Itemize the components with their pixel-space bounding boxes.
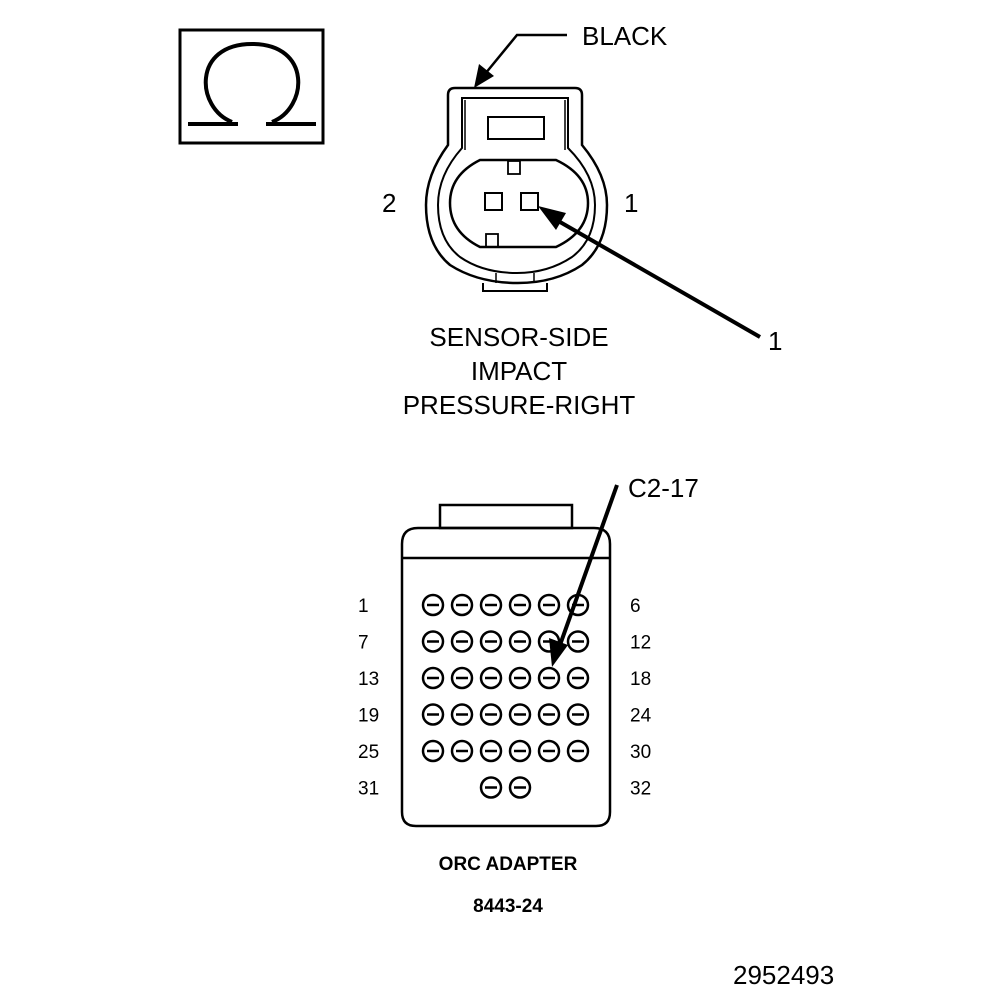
color-callout-leader <box>484 33 567 75</box>
orc-pin-19 <box>421 703 445 726</box>
terminal-pointer-arrowhead <box>538 206 566 230</box>
orc-pin-3 <box>479 593 503 617</box>
orc-row-labels: 1 6 7 12 13 18 19 24 25 30 31 32 <box>358 596 652 800</box>
orc-pin-18 <box>566 666 590 690</box>
orc-row-label-left: 13 <box>358 669 379 690</box>
orc-pin-5 <box>537 593 561 617</box>
orc-pin-15 <box>479 666 503 690</box>
sensor-pin-right-label: 1 <box>624 188 638 218</box>
orc-pin-17 <box>537 666 561 690</box>
orc-adapter-body <box>400 526 612 828</box>
sensor-caption-line-2: IMPACT <box>471 356 567 386</box>
orc-pin-2 <box>450 593 474 617</box>
sensor-caption-line-3: PRESSURE-RIGHT <box>403 390 636 420</box>
terminal-pointer-line <box>559 220 761 339</box>
terminal-pointer-label: 1 <box>768 326 782 356</box>
orc-pin-20 <box>450 703 474 726</box>
sensor-housing-outer <box>424 86 609 285</box>
orc-pin-4 <box>508 593 532 617</box>
sensor-bottom-tab <box>482 283 548 292</box>
orc-pin-29 <box>537 739 561 763</box>
orc-row-label-left: 7 <box>358 633 369 654</box>
orc-pin-1 <box>421 593 445 617</box>
orc-pin-31 <box>479 776 503 799</box>
orc-pin-9 <box>479 630 503 653</box>
orc-adapter-top-tab <box>438 503 574 530</box>
orc-pin-7 <box>421 630 445 653</box>
ohmmeter-box <box>178 28 325 145</box>
orc-pin-32 <box>508 776 532 799</box>
orc-row-label-right: 30 <box>630 742 651 763</box>
sensor-caption-line-1: SENSOR-SIDE <box>429 322 608 352</box>
orc-callout-line <box>558 484 619 646</box>
orc-callout-arrowhead <box>549 638 568 667</box>
orc-pin-12 <box>566 630 590 653</box>
orc-pin-8 <box>450 630 474 653</box>
color-callout-label: BLACK <box>582 21 668 51</box>
orc-pin-16 <box>508 666 532 690</box>
sensor-housing-inner <box>436 97 597 275</box>
cavity-key-bottom <box>485 233 499 248</box>
orc-pin-13 <box>421 666 445 690</box>
orc-pin-28 <box>508 739 532 763</box>
pin-cavity <box>448 158 590 249</box>
orc-pin-30 <box>566 739 590 763</box>
orc-pin-25 <box>421 739 445 763</box>
omega-icon <box>203 41 301 124</box>
color-callout-arrowhead <box>474 64 494 88</box>
orc-row-label-right: 24 <box>630 706 652 727</box>
orc-pin-14 <box>450 666 474 690</box>
orc-row-label-right: 6 <box>630 596 641 617</box>
orc-row-label-right: 12 <box>630 633 651 654</box>
orc-pin-22 <box>508 703 532 726</box>
figure-id: 2952493 <box>733 960 834 990</box>
orc-pin-27 <box>479 739 503 763</box>
orc-row-label-left: 31 <box>358 779 379 800</box>
orc-pin-24 <box>566 703 590 726</box>
orc-row-label-left: 25 <box>358 742 379 763</box>
ohmmeter-symbol <box>178 28 325 145</box>
cavity-key-top <box>507 160 521 175</box>
orc-row-label-left: 1 <box>358 596 369 617</box>
orc-pin-10 <box>508 630 532 653</box>
orc-row-label-right: 18 <box>630 669 651 690</box>
sensor-connector: BLACK 2 1 1 SENSOR-SIDE IMPACT PRESSURE-… <box>382 21 782 420</box>
orc-callout-label: C2-17 <box>628 473 699 503</box>
sensor-terminal-2 <box>484 192 503 211</box>
sensor-terminal-1 <box>520 192 539 211</box>
orc-pin-26 <box>450 739 474 763</box>
sensor-pin-left-label: 2 <box>382 188 396 218</box>
orc-pin-23 <box>537 703 561 726</box>
orc-adapter-name: ORC ADAPTER <box>439 854 578 875</box>
orc-adapter-part-number: 8443-24 <box>473 896 543 917</box>
orc-pin-21 <box>479 703 503 726</box>
orc-row-label-left: 19 <box>358 706 379 727</box>
sensor-latch <box>487 116 545 140</box>
orc-row-label-right: 32 <box>630 779 651 800</box>
orc-pin-grid <box>421 593 590 799</box>
